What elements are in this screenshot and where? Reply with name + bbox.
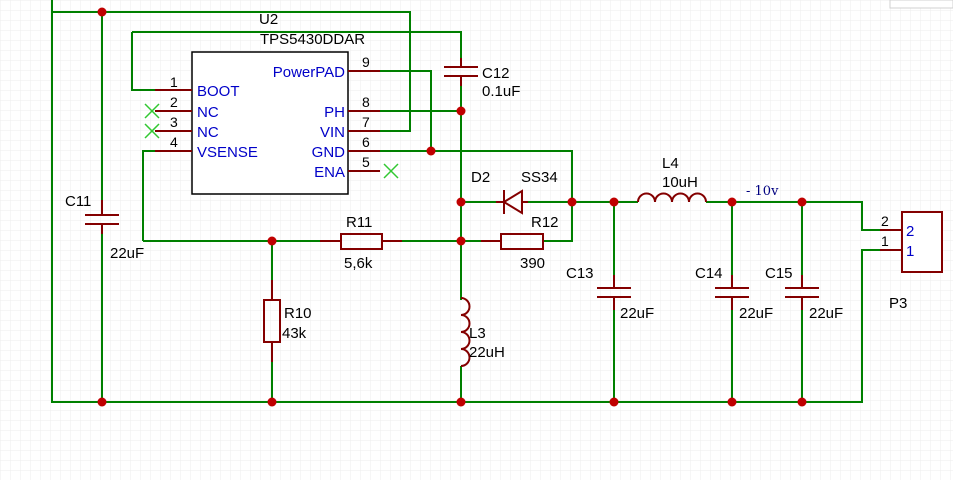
junction-dot [727, 397, 737, 407]
d2-diode[interactable]: D2 SS34 [471, 169, 558, 215]
junction-dot [609, 397, 619, 407]
p3-body[interactable] [901, 211, 943, 273]
c14-value: 22uF [739, 305, 773, 322]
junction-dot [97, 7, 107, 17]
u2-pin4-num: 4 [170, 134, 178, 150]
u2-ic[interactable]: U2 TPS5430DDAR 1 2 3 4 BOOT NC NC VSENSE… [155, 11, 380, 195]
r12-value: 390 [520, 255, 545, 272]
u2-pin9-num: 9 [362, 54, 370, 70]
junction-dot [456, 106, 466, 116]
junction-dot [97, 397, 107, 407]
c13-capacitor[interactable]: C13 22uF [566, 265, 654, 322]
u2-pin5-num: 5 [362, 154, 370, 170]
u2-pin4-name: VSENSE [197, 144, 258, 161]
junction-dot [426, 146, 436, 156]
u2-pin7-num: 7 [362, 114, 370, 130]
c12-ref: C12 [482, 65, 510, 82]
u2-value: TPS5430DDAR [260, 31, 365, 48]
p3-pin2-num: 2 [881, 213, 889, 229]
u2-pin7-name: VIN [320, 124, 345, 141]
u2-pin3-name: NC [197, 124, 219, 141]
c13-ref: C13 [566, 265, 594, 282]
junction-dot [267, 236, 277, 246]
l3-value: 22uH [469, 344, 505, 361]
c15-capacitor[interactable]: C15 22uF [765, 265, 843, 322]
no-connect-pin2-icon [144, 103, 160, 119]
r10-value: 43k [282, 325, 307, 342]
u2-pin6-num: 6 [362, 134, 370, 150]
p3-pin1-num: 1 [881, 233, 889, 249]
l3-inductor[interactable]: L3 22uH [460, 297, 505, 367]
r11-value: 5,6k [344, 255, 373, 272]
junction-dot [456, 397, 466, 407]
u2-pin5-name: ENA [314, 164, 345, 181]
u2-pin8-num: 8 [362, 94, 370, 110]
u2-pin6-name: GND [312, 144, 346, 161]
junction-dot [797, 197, 807, 207]
u2-pin8-name: PH [324, 104, 345, 121]
junction-dot [267, 397, 277, 407]
c14-ref: C14 [695, 265, 723, 282]
no-connect-pin3-icon [144, 123, 160, 139]
no-connect-pin5-icon [383, 163, 399, 179]
u2-pin3-num: 3 [170, 114, 178, 130]
corner-panel [889, 0, 953, 9]
p3-connector[interactable]: 2 1 2 1 P3 [880, 211, 943, 312]
c15-ref: C15 [765, 265, 793, 282]
r11-ref: R11 [346, 214, 372, 231]
c15-value: 22uF [809, 305, 843, 322]
p3-ref: P3 [889, 295, 907, 312]
junction-dot [456, 197, 466, 207]
r12-ref: R12 [531, 214, 559, 231]
d2-ref: D2 [471, 169, 490, 186]
c11-value: 22uF [110, 245, 144, 262]
u2-body[interactable] [191, 51, 349, 195]
junction-dot [797, 397, 807, 407]
junction-dot [456, 236, 466, 246]
junction-dot [727, 197, 737, 207]
r11-resistor[interactable]: R11 5,6k [320, 214, 402, 272]
u2-pin1-name: BOOT [197, 83, 240, 100]
u2-pin-lines [155, 70, 380, 172]
c13-value: 22uF [620, 305, 654, 322]
u2-pin2-num: 2 [170, 94, 178, 110]
c12-value: 0.1uF [482, 83, 520, 100]
c11-ref: C11 [65, 193, 91, 210]
c11-capacitor[interactable]: C11 22uF [65, 193, 144, 262]
r10-ref: R10 [284, 305, 312, 322]
c12-capacitor[interactable]: C12 0.1uF [444, 58, 520, 100]
d2-value: SS34 [521, 169, 558, 186]
wires [51, 0, 880, 403]
u2-pin2-name: NC [197, 104, 219, 121]
l4-ref: L4 [662, 155, 679, 172]
net-label-10v: - 10v [746, 184, 779, 199]
l3-ref: L3 [469, 325, 486, 342]
p3-pin2-name: 2 [906, 223, 914, 240]
l4-value: 10uH [662, 174, 698, 191]
u2-pin1-num: 1 [170, 74, 178, 90]
junction-dot [567, 197, 577, 207]
junction-dot [609, 197, 619, 207]
r12-resistor[interactable]: R12 390 [481, 214, 559, 272]
junctions [97, 7, 807, 407]
u2-ref: U2 [259, 11, 278, 28]
l4-inductor[interactable]: L4 10uH [637, 155, 707, 203]
c14-capacitor[interactable]: C14 22uF [695, 265, 773, 322]
p3-pin1-name: 1 [906, 243, 914, 260]
r10-resistor[interactable]: R10 43k [263, 280, 312, 362]
u2-pin9-name: PowerPAD [273, 64, 345, 81]
